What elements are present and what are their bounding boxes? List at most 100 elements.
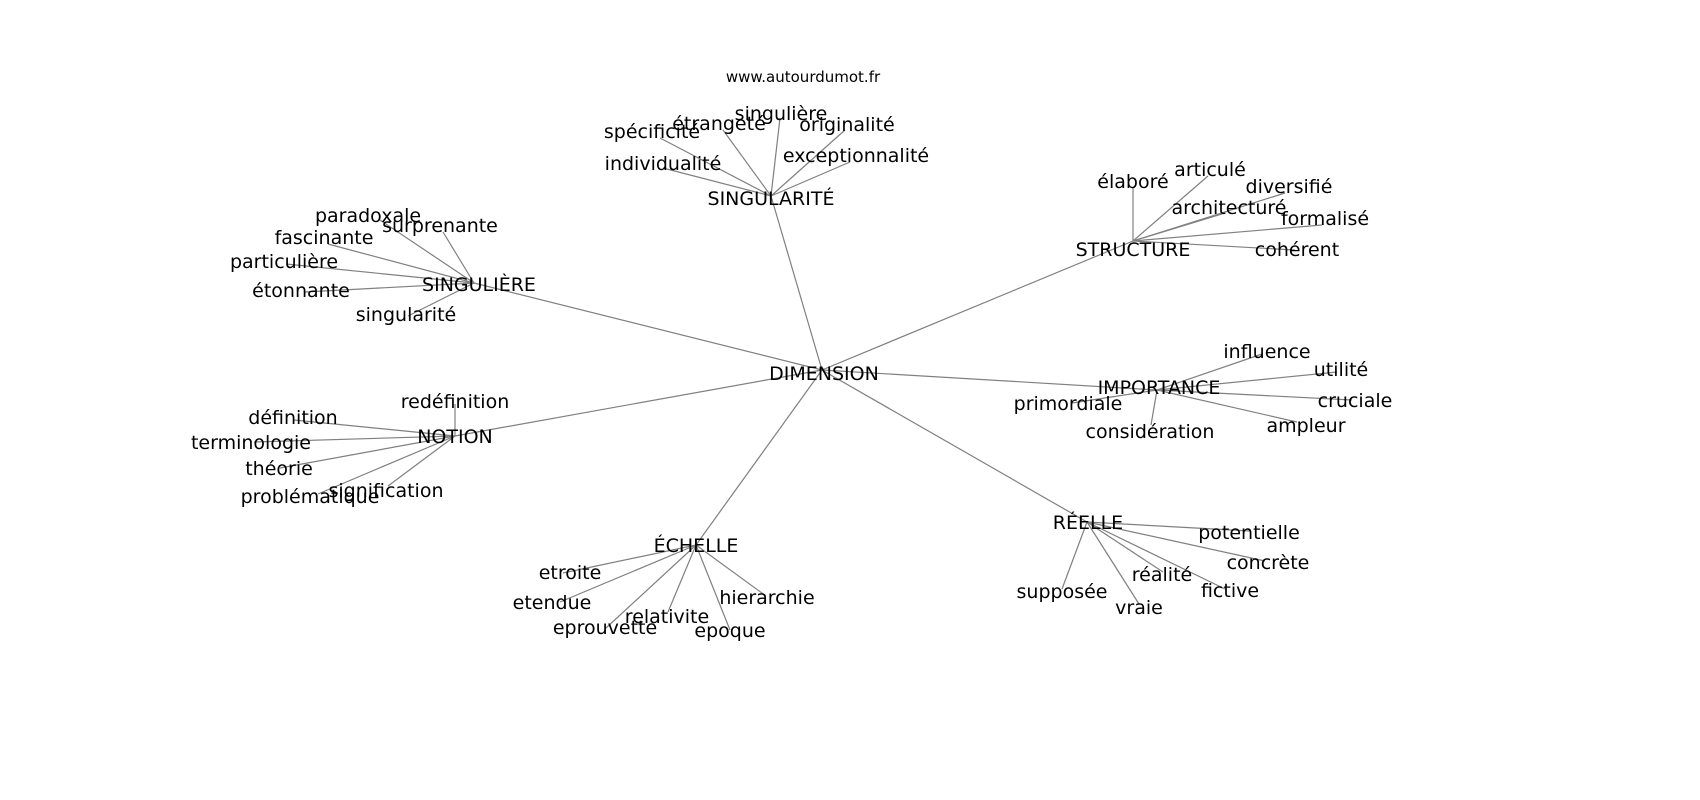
- edge-structure-5: [1132, 224, 1323, 242]
- term-node[interactable]: ampleur: [1266, 415, 1345, 437]
- edge-center-reelle: [821, 369, 1088, 523]
- edges-layer: [253, 117, 1353, 631]
- term-node[interactable]: epoque: [694, 620, 765, 642]
- term-node[interactable]: théorie: [245, 458, 313, 480]
- cluster-node-singuliere[interactable]: SINGULIÈRE: [422, 273, 536, 296]
- term-node[interactable]: hierarchie: [719, 587, 814, 609]
- term-node[interactable]: utilité: [1314, 359, 1368, 381]
- edge-singuliere-2: [442, 231, 475, 284]
- edge-center-echelle: [695, 369, 823, 546]
- edge-singularite-4: [770, 129, 846, 197]
- edge-structure-2: [1132, 175, 1209, 242]
- edge-echelle-1: [562, 544, 697, 574]
- edge-echelle-3: [605, 544, 697, 629]
- edge-singuliere-1: [379, 219, 475, 284]
- edge-echelle-2: [559, 544, 697, 603]
- edge-importance-3: [1071, 389, 1158, 404]
- edge-echelle-4: [667, 544, 697, 613]
- term-node[interactable]: articulé: [1174, 159, 1246, 181]
- edge-singuliere-3: [327, 243, 475, 284]
- term-node[interactable]: influence: [1223, 341, 1310, 363]
- edge-reelle-2: [1086, 521, 1266, 562]
- term-node[interactable]: problématique: [241, 486, 380, 508]
- edge-reelle-3: [1086, 521, 1164, 573]
- term-node[interactable]: fictive: [1201, 580, 1259, 602]
- term-node[interactable]: spécificité: [604, 121, 700, 143]
- term-node[interactable]: définition: [248, 407, 337, 429]
- cluster-node-singularite[interactable]: SINGULARITÉ: [708, 187, 835, 210]
- edge-structure-6: [1132, 240, 1296, 251]
- center-node[interactable]: DIMENSION: [769, 363, 879, 385]
- term-node[interactable]: signification: [328, 480, 443, 502]
- edge-notion-3: [253, 435, 456, 443]
- edge-singuliere-5: [304, 282, 475, 293]
- edge-singularite-1: [659, 137, 772, 197]
- labels-layer: www.autourdumot.fr DIMENSION spécificité…: [191, 68, 1392, 642]
- edge-notion-5: [317, 435, 456, 495]
- term-node[interactable]: terminologie: [191, 432, 311, 454]
- edge-notion-6: [387, 435, 456, 487]
- cluster-node-importance[interactable]: IMPORTANCE: [1098, 377, 1221, 399]
- term-node[interactable]: considération: [1086, 421, 1215, 443]
- term-node[interactable]: cruciale: [1318, 390, 1393, 412]
- term-node[interactable]: supposée: [1017, 581, 1108, 603]
- term-node[interactable]: particulière: [230, 251, 338, 273]
- term-node[interactable]: cohérent: [1255, 239, 1339, 261]
- term-node[interactable]: élaboré: [1097, 171, 1168, 193]
- term-node[interactable]: individualité: [605, 153, 722, 175]
- term-node[interactable]: originalité: [799, 114, 894, 136]
- edge-center-singuliere: [473, 282, 823, 371]
- term-node[interactable]: singulière: [735, 103, 828, 125]
- term-node[interactable]: etendue: [513, 592, 592, 614]
- edge-singuliere-6: [407, 282, 475, 317]
- edge-singularite-2: [722, 129, 772, 197]
- term-node[interactable]: redéfinition: [401, 391, 510, 413]
- term-node[interactable]: etroite: [539, 562, 602, 584]
- site-credit: www.autourdumot.fr: [726, 68, 881, 86]
- edge-center-notion: [454, 369, 823, 437]
- edge-importance-6: [1156, 389, 1298, 423]
- term-node[interactable]: étrangeté: [672, 113, 766, 135]
- edge-reelle-6: [1086, 521, 1140, 605]
- term-node[interactable]: primordiale: [1014, 393, 1123, 415]
- edge-center-importance: [821, 369, 1158, 391]
- term-node[interactable]: fascinante: [275, 227, 374, 249]
- term-node[interactable]: singularité: [356, 304, 456, 326]
- edge-singularite-5: [662, 167, 772, 197]
- edge-center-singularite: [770, 195, 823, 371]
- cluster-node-notion[interactable]: NOTION: [417, 426, 493, 448]
- edge-reelle-1: [1086, 521, 1251, 532]
- cluster-node-reelle[interactable]: RÉELLE: [1053, 511, 1123, 534]
- edge-reelle-4: [1086, 521, 1226, 590]
- edge-notion-2: [293, 419, 456, 437]
- term-node[interactable]: paradoxale: [315, 205, 421, 227]
- term-node[interactable]: vraie: [1115, 597, 1163, 619]
- term-node[interactable]: exceptionnalité: [783, 145, 929, 167]
- edge-reelle-5: [1061, 521, 1088, 590]
- term-node[interactable]: formalisé: [1281, 208, 1369, 230]
- term-node[interactable]: potentielle: [1198, 522, 1300, 544]
- term-node[interactable]: étonnante: [252, 280, 350, 302]
- term-node[interactable]: relativite: [625, 606, 709, 628]
- edge-center-structure: [821, 240, 1134, 371]
- edge-structure-4: [1132, 212, 1226, 242]
- edge-importance-4: [1156, 389, 1353, 401]
- term-node[interactable]: concrète: [1227, 552, 1310, 574]
- term-node[interactable]: réalité: [1132, 564, 1192, 586]
- cluster-node-echelle[interactable]: ÉCHELLE: [654, 534, 739, 557]
- edge-importance-2: [1156, 371, 1338, 391]
- edge-singularite-3: [770, 117, 781, 197]
- cluster-node-structure[interactable]: STRUCTURE: [1076, 239, 1191, 261]
- edge-notion-4: [279, 435, 456, 469]
- edge-singuliere-4: [285, 263, 475, 284]
- term-node[interactable]: eprouvette: [553, 617, 657, 639]
- term-node[interactable]: diversifié: [1246, 176, 1333, 198]
- edge-echelle-6: [695, 544, 767, 597]
- edge-echelle-5: [695, 544, 731, 631]
- term-node[interactable]: surprenante: [382, 215, 498, 237]
- edge-importance-1: [1156, 353, 1263, 391]
- term-node[interactable]: architecturé: [1172, 197, 1287, 219]
- edge-importance-5: [1150, 389, 1158, 426]
- edge-singularite-6: [770, 161, 851, 197]
